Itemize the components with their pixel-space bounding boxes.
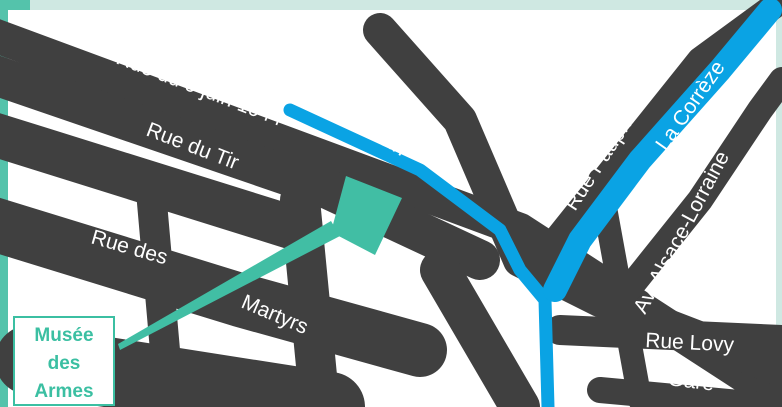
river [283,0,782,407]
road-lovy [545,315,782,355]
museum-building[interactable] [331,176,402,255]
road-9-juin [0,55,500,280]
museum-label-line-3: Armes [34,381,93,402]
road-connector-1 [280,180,340,407]
road-connector-2 [135,165,185,407]
road-martyrs [0,197,447,377]
river-la-correze [543,0,782,302]
road-alsace-lorraine [607,67,782,313]
museum-label-line-2: des [48,353,81,374]
street-label-lovy: Rue Lovy [645,329,735,357]
street-label-gare: Gare [666,367,715,396]
museum-label-box[interactable] [13,316,115,406]
museum-label-line-1: Musée [34,325,93,346]
museum-pointer [118,221,340,350]
road-connector-3 [420,250,540,407]
river-west-branch [283,103,555,407]
